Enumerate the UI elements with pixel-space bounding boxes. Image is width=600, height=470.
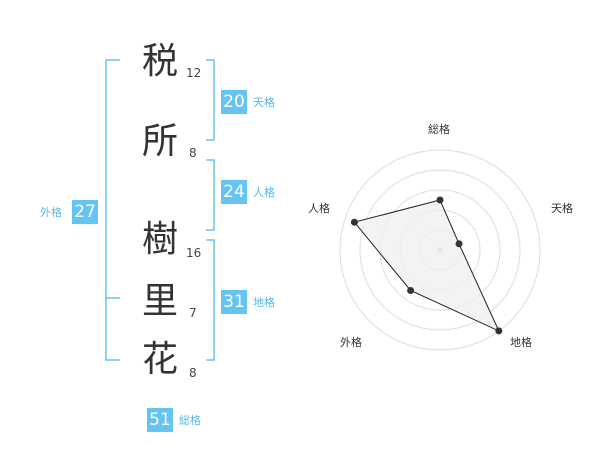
radar-point-chikaku — [495, 327, 503, 335]
gaikaku-value: 27 — [72, 200, 98, 224]
bracket-tenkaku — [206, 59, 215, 141]
radar-point-tenkaku — [455, 240, 463, 248]
soukaku-value: 51 — [147, 408, 173, 432]
name-char-2: 所 — [141, 121, 178, 162]
radar-ring-4 — [359, 169, 521, 331]
radar-axis-label-jinkaku: 人格 — [308, 202, 330, 215]
name-char-1: 税 — [141, 41, 178, 82]
radar-point-jinkaku — [350, 218, 358, 226]
tenkaku-label: 天格 — [253, 96, 275, 109]
chikaku-label: 地格 — [253, 296, 275, 309]
radar-axis-label-soukaku: 総格 — [428, 123, 450, 136]
bracket-jinkaku — [206, 159, 215, 231]
stroke-count-5: 8 — [189, 366, 197, 380]
radar-axis-label-chikaku: 地格 — [510, 336, 532, 349]
jinkaku-label: 人格 — [253, 186, 275, 199]
radar-axis-label-gaikaku: 外格 — [340, 336, 362, 349]
radar-series-polygon — [353, 199, 500, 332]
stroke-count-2: 8 — [189, 146, 197, 160]
stroke-count-3: 16 — [186, 246, 202, 260]
name-char-5: 花 — [141, 339, 178, 380]
gaikaku-label: 外格 — [40, 206, 62, 219]
radar-axis-label-tenkaku: 天格 — [551, 202, 573, 215]
jinkaku-value: 24 — [221, 180, 247, 204]
radar-point-gaikaku — [407, 287, 415, 294]
radar-point-soukaku — [436, 196, 444, 204]
soukaku-label: 総格 — [179, 414, 201, 427]
name-char-4: 里 — [141, 281, 178, 322]
chikaku-value: 31 — [221, 290, 247, 314]
radar-ring-5 — [339, 149, 541, 351]
stroke-count-4: 7 — [189, 306, 197, 320]
bracket-gaikaku — [105, 59, 120, 361]
name-char-3: 樹 — [141, 219, 178, 260]
stroke-count-1: 12 — [186, 66, 202, 80]
tenkaku-value: 20 — [221, 90, 247, 114]
bracket-chikaku — [206, 239, 215, 361]
